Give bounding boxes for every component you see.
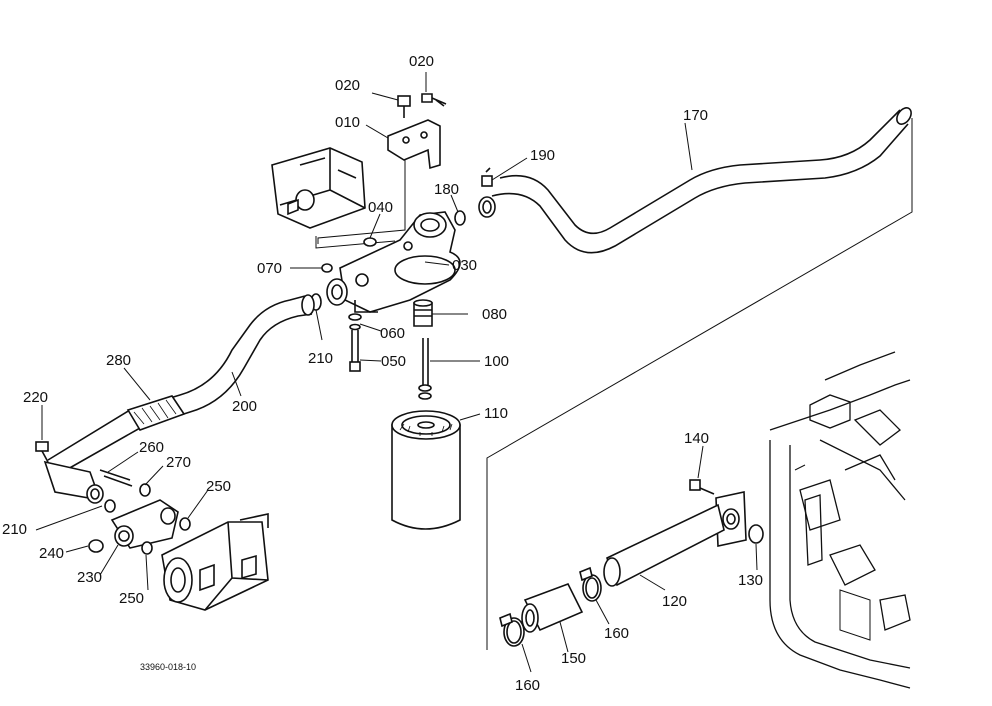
- o-ring-250b: [141, 541, 153, 555]
- label-240: 240: [39, 545, 64, 562]
- reference-line-right: [486, 118, 913, 650]
- label-260: 260: [139, 439, 164, 456]
- fitting-190: [481, 167, 493, 187]
- label-030: 030: [452, 257, 477, 274]
- label-250b: 250: [119, 590, 144, 607]
- label-160b: 160: [604, 625, 629, 642]
- o-ring-040: [363, 237, 377, 247]
- bolt-050: [348, 313, 362, 372]
- o-ring-210-bottom: [104, 499, 116, 513]
- hydraulic-pump-bottom: [161, 513, 269, 611]
- label-020b: 020: [409, 53, 434, 70]
- label-140: 140: [684, 430, 709, 447]
- bracket: [387, 119, 441, 170]
- label-050: 050: [381, 353, 406, 370]
- filter-cartridge-110: [391, 410, 461, 530]
- pipe-200: [47, 294, 315, 479]
- label-110: 110: [484, 405, 508, 422]
- banjo-assembly: [43, 460, 179, 549]
- label-190: 190: [530, 147, 555, 164]
- pipe-120: [603, 503, 725, 587]
- label-180: 180: [434, 181, 459, 198]
- hose-clamp-160b: [579, 566, 602, 602]
- bolt-020b: [421, 93, 447, 107]
- label-070: 070: [257, 260, 282, 277]
- label-280: 280: [106, 352, 131, 369]
- transmission-housing: [769, 351, 911, 689]
- hose-280: [126, 395, 186, 431]
- label-220: 220: [23, 389, 48, 406]
- hydraulic-pump-top: [271, 147, 366, 229]
- label-100: 100: [484, 353, 509, 370]
- drawing-number: 33960-018-10: [140, 662, 196, 672]
- label-080: 080: [482, 306, 507, 323]
- label-150: 150: [561, 650, 586, 667]
- label-020a: 020: [335, 77, 360, 94]
- washer-060: [349, 323, 361, 331]
- label-060: 060: [380, 325, 405, 342]
- plug-080: [413, 299, 433, 327]
- label-200: 200: [232, 398, 257, 415]
- label-120: 120: [662, 593, 687, 610]
- label-170: 170: [683, 107, 708, 124]
- part-number-labels: 020 020 010 170 190 180 040 070 030 080 …: [2, 53, 763, 694]
- leader-lines: [35, 72, 758, 673]
- pipe-170: [478, 107, 912, 254]
- bolt-140: [689, 479, 715, 495]
- bolt-220: [35, 441, 49, 463]
- bolt-020a: [397, 95, 411, 118]
- label-250a: 250: [206, 478, 231, 495]
- filter-head: [326, 211, 461, 313]
- label-270: 270: [166, 454, 191, 471]
- hose-clamp-160a: [499, 612, 525, 647]
- label-210a: 210: [308, 350, 333, 367]
- o-ring-070: [321, 263, 333, 273]
- label-010: 010: [335, 114, 360, 131]
- label-040: 040: [368, 199, 393, 216]
- stud-100: [418, 338, 432, 400]
- reference-line-bracket: [317, 155, 406, 244]
- label-210b: 210: [2, 521, 27, 538]
- o-ring-180: [454, 210, 466, 226]
- gasket-130: [748, 524, 764, 544]
- label-160a: 160: [515, 677, 540, 694]
- label-130: 130: [738, 572, 763, 589]
- hose-150: [521, 582, 584, 633]
- o-ring-250a: [179, 517, 191, 531]
- plug-240: [88, 539, 104, 553]
- label-230: 230: [77, 569, 102, 586]
